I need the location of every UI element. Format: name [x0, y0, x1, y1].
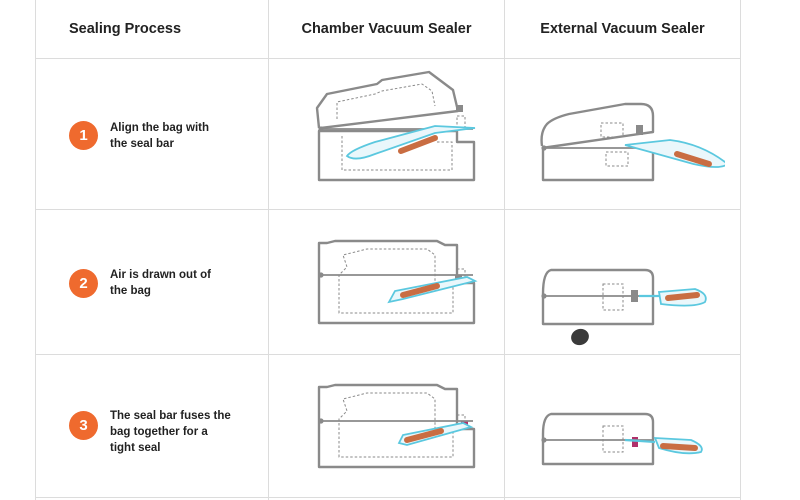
step-2-description: Air is drawn out of the bag: [110, 267, 211, 299]
external-cavity-dashed: [602, 425, 624, 453]
seal-bar-fusing: [632, 437, 638, 447]
chamber-cavity-dashed: [338, 248, 454, 314]
food-item: [660, 443, 698, 451]
chamber-lid-open: [315, 70, 460, 130]
seal-bar: [636, 125, 643, 135]
step-3-line-3: tight seal: [110, 442, 161, 454]
external-lower-cavity-dashed: [605, 151, 629, 167]
step-2-line-2: the bag: [110, 285, 151, 297]
row-divider: [35, 58, 741, 59]
vacuum-nozzle: [571, 328, 589, 346]
chamber-sealer-step-1-illustration: [315, 70, 476, 182]
external-sealer-lid: [540, 102, 655, 150]
external-sealer-body-closed: [541, 268, 655, 326]
external-sealer-body-closed: [541, 412, 655, 466]
step-3-line-2: bag together for a: [110, 426, 208, 438]
row-divider: [35, 209, 741, 210]
chamber-cavity-dashed: [341, 136, 453, 171]
step-1-line-2: the seal bar: [110, 138, 174, 150]
hinge-dot: [541, 437, 547, 443]
step-3-badge: 3: [69, 411, 98, 440]
comparison-table: Sealing Process Chamber Vacuum Sealer Ex…: [35, 0, 741, 500]
table-border-left: [35, 0, 36, 500]
step-3-description: The seal bar fuses the bag together for …: [110, 408, 231, 456]
food-item: [398, 135, 438, 154]
lid-cavity-dashed: [336, 83, 436, 119]
header-external-vacuum-sealer: External Vacuum Sealer: [540, 21, 705, 37]
food-item: [674, 151, 712, 167]
vacuum-bag: [345, 125, 476, 160]
seal-bar: [456, 105, 463, 112]
food-item: [400, 283, 440, 298]
row-divider: [35, 497, 741, 498]
chamber-body-closed: [317, 239, 476, 325]
external-sealer-step-3-illustration: [541, 412, 703, 466]
column-divider: [504, 0, 505, 500]
food-item: [665, 292, 700, 301]
chamber-sealer-step-2-illustration: [317, 239, 478, 325]
chamber-sealer-step-3-illustration: [317, 383, 476, 469]
vacuum-bag-neck: [624, 438, 656, 444]
food-item: [404, 428, 444, 443]
hinge-dot: [318, 272, 324, 278]
header-chamber-vacuum-sealer: Chamber Vacuum Sealer: [301, 21, 472, 37]
row-divider: [35, 354, 741, 355]
hinge-dot: [541, 145, 547, 151]
external-cavity-dashed: [600, 122, 624, 138]
table-border-right: [740, 0, 741, 500]
step-3-line-1: The seal bar fuses the: [110, 410, 231, 422]
step-2-line-1: Air is drawn out of: [110, 269, 211, 281]
step-1-badge: 1: [69, 121, 98, 150]
hinge-dot: [318, 126, 324, 132]
header-sealing-process: Sealing Process: [69, 21, 182, 37]
hinge-dot: [541, 293, 547, 299]
external-sealer-body: [541, 148, 655, 182]
external-cavity-dashed: [602, 283, 624, 311]
chamber-body-closed: [317, 383, 476, 469]
step-2-badge: 2: [69, 269, 98, 298]
step-1-description: Align the bag with the seal bar: [110, 120, 209, 152]
seal-bar-dashed: [456, 115, 466, 129]
external-sealer-step-1-illustration: [540, 102, 725, 182]
column-divider: [268, 0, 269, 500]
chamber-cavity-dashed: [338, 392, 454, 458]
external-sealer-step-2-illustration: [541, 268, 707, 346]
hinge-dot: [318, 418, 324, 424]
step-1-line-1: Align the bag with: [110, 122, 210, 134]
